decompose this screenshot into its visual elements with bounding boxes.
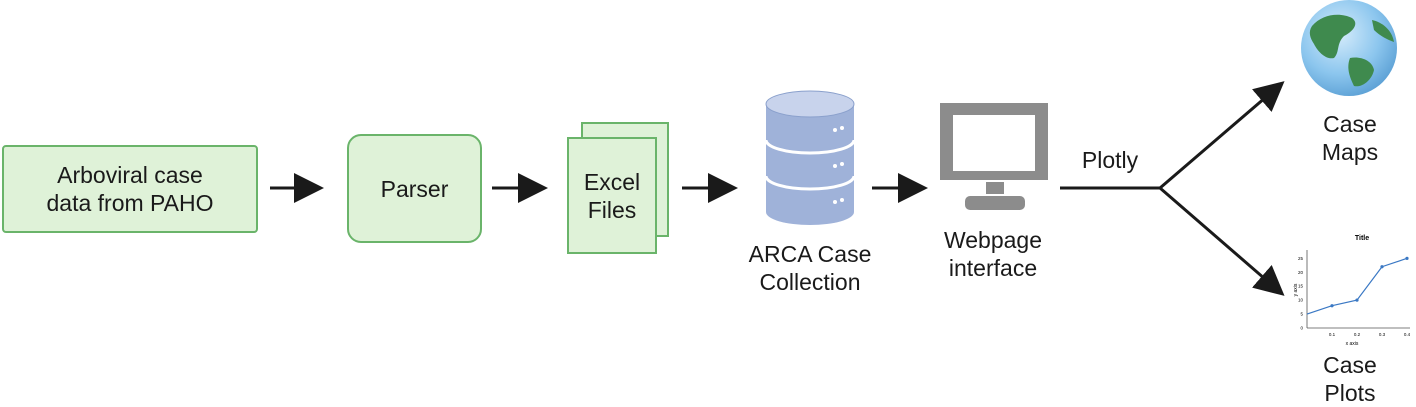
web-label: Webpage interface xyxy=(918,226,1068,282)
maps-label-line2: Maps xyxy=(1321,139,1379,165)
source-label-line1: Arboviral case xyxy=(57,162,203,188)
plots-label-line2: Plots xyxy=(1324,380,1376,406)
web-label-line1: Webpage xyxy=(943,227,1043,253)
arrow-branch-to-plots xyxy=(1159,186,1285,296)
database-label-line2: Collection xyxy=(759,269,861,295)
arrow-branch-to-maps xyxy=(1159,81,1285,190)
maps-label-line1: Case xyxy=(1323,111,1377,137)
database-label-line1: ARCA Case xyxy=(748,241,872,267)
plots-label-line1: Case xyxy=(1323,352,1377,378)
maps-label: Case Maps xyxy=(1290,110,1410,166)
parser-label: Parser xyxy=(380,175,449,202)
excel-label-line1: Excel xyxy=(583,168,641,195)
source-label-line2: data from PAHO xyxy=(46,190,214,216)
plotly-label: Plotly xyxy=(1081,147,1139,173)
source-box: Arboviral case data from PAHO xyxy=(2,145,258,233)
parser-box: Parser xyxy=(347,134,482,243)
excel-label-line2: Files xyxy=(587,196,637,223)
database-label: ARCA Case Collection xyxy=(730,240,890,296)
plots-label: Case Plots xyxy=(1290,351,1410,407)
web-label-line2: interface xyxy=(948,255,1038,281)
excel-page-front: Excel Files xyxy=(567,137,657,254)
